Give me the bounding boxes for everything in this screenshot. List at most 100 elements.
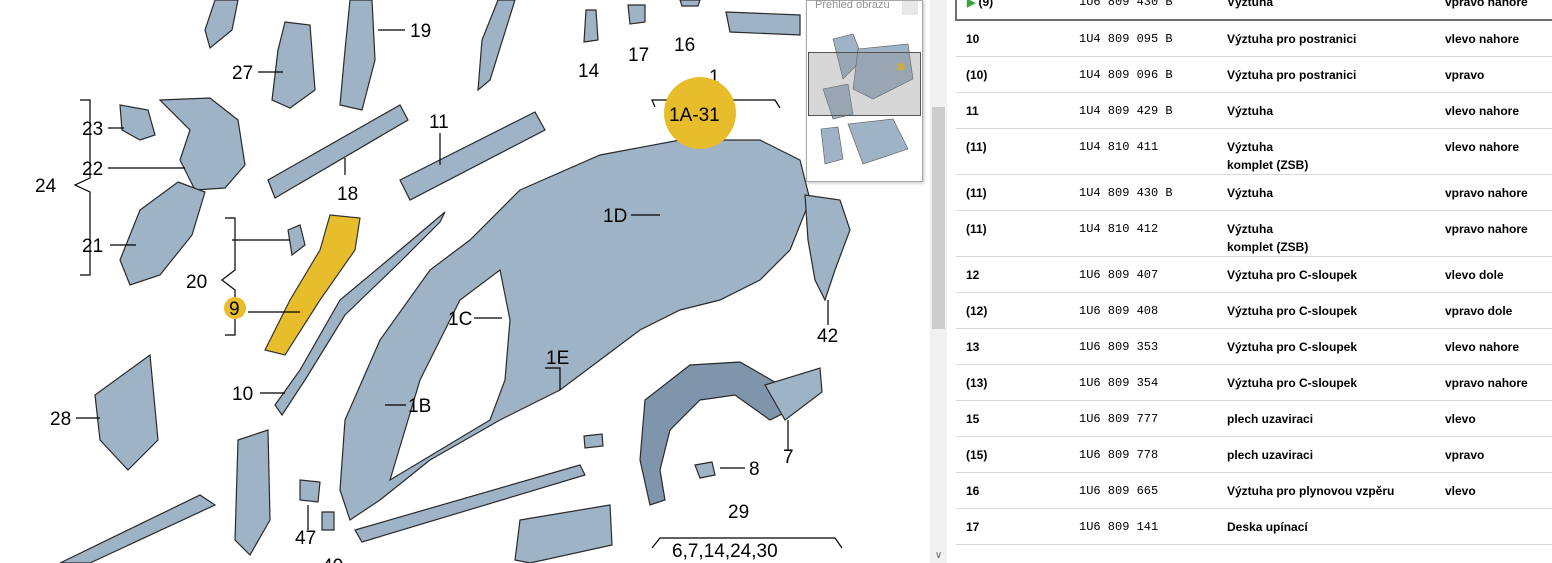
- callout-40[interactable]: 40: [322, 556, 343, 563]
- part-description: Výztuha: [1227, 104, 1274, 118]
- callout-23[interactable]: 23: [82, 119, 103, 140]
- part-position: (9): [978, 0, 994, 9]
- part-description-line2: komplet (ZSB): [1227, 158, 1309, 172]
- part-remark-cell: vpravo: [1445, 56, 1552, 93]
- part-remark: vpravo nahore: [1445, 222, 1528, 236]
- part-remark-cell: vlevo nahore: [1445, 328, 1552, 365]
- part-number-cell: 1U6 809 778: [1079, 436, 1227, 473]
- callout-28[interactable]: 28: [50, 409, 71, 430]
- part-remark-cell: vlevo nahore: [1445, 20, 1552, 57]
- part-remark-cell: vlevo nahore: [1445, 92, 1552, 129]
- part-position: (15): [966, 448, 988, 462]
- part-remark: vlevo: [1445, 412, 1476, 426]
- parts-diagram[interactable]: 19 27 14 17 16 1 1A-31 23 22 24 21 18 11…: [0, 0, 930, 563]
- part-position-cell: (11): [956, 174, 1079, 211]
- part-number: 1U6 809 141: [1079, 520, 1159, 534]
- callout-10[interactable]: 10: [232, 384, 253, 405]
- callout-1[interactable]: 1: [709, 67, 720, 88]
- callout-19[interactable]: 19: [410, 21, 431, 42]
- callout-29[interactable]: 29: [728, 502, 749, 523]
- scroll-down-icon[interactable]: ∨: [934, 550, 943, 561]
- part-number: 1U6 809 430 B: [1079, 0, 1173, 9]
- overview-viewport-frame[interactable]: [808, 52, 921, 116]
- part-remark-cell: vlevo nahore: [1445, 128, 1552, 175]
- diagram-scrollbar[interactable]: ∨: [930, 0, 947, 563]
- close-icon[interactable]: [902, 1, 918, 15]
- callout-1b[interactable]: 1B: [408, 396, 431, 417]
- exploded-body-diagram[interactable]: 19 27 14 17 16 1 1A-31 23 22 24 21 18 11…: [0, 0, 930, 563]
- callout-11[interactable]: 11: [429, 112, 449, 133]
- part-remark: vpravo dole: [1445, 304, 1513, 318]
- part-number-cell: 1U6 809 141: [1079, 508, 1227, 545]
- callout-18[interactable]: 18: [337, 184, 358, 205]
- part-number: 1U4 809 429 B: [1079, 104, 1173, 118]
- callout-1c[interactable]: 1C: [448, 309, 472, 330]
- callout-42[interactable]: 42: [817, 326, 838, 347]
- callout-21[interactable]: 21: [82, 236, 103, 257]
- callout-16[interactable]: 16: [674, 35, 695, 56]
- callout-47[interactable]: 47: [295, 528, 316, 549]
- part-number: 1U6 809 665: [1079, 484, 1159, 498]
- callout-1e[interactable]: 1E: [546, 348, 569, 369]
- part-description-cell: Výztuha: [1227, 92, 1445, 129]
- part-remark-cell: vpravo nahore: [1445, 174, 1552, 211]
- part-description: Výztuha: [1227, 222, 1274, 236]
- diagram-parts: [59, 0, 851, 563]
- part-description: Deska upínací: [1227, 520, 1308, 534]
- callout-22[interactable]: 22: [82, 159, 103, 180]
- part-position-cell: (15): [956, 436, 1079, 473]
- part-number: 1U6 809 407: [1079, 268, 1159, 282]
- part-position-cell: 10: [956, 20, 1079, 57]
- part-remark: vlevo nahore: [1445, 140, 1520, 154]
- part-remark-cell: vlevo: [1445, 400, 1552, 437]
- part-position: 13: [966, 340, 980, 354]
- part-remark-cell: vpravo nahore: [1445, 0, 1552, 21]
- part-number-cell: 1U6 809 354: [1079, 364, 1227, 401]
- part-position: (13): [966, 376, 988, 390]
- callout-1d[interactable]: 1D: [603, 206, 627, 227]
- callout-17[interactable]: 17: [628, 45, 649, 66]
- scrollbar-thumb[interactable]: [932, 107, 945, 329]
- callout-group-6-7-14-24-30[interactable]: 6,7,14,24,30: [672, 541, 778, 562]
- part-position: (12): [966, 304, 988, 318]
- part-number: 1U4 809 430 B: [1079, 186, 1173, 200]
- part-number-cell: 1U6 809 430 B: [1079, 0, 1227, 21]
- part-number: 1U4 809 096 B: [1079, 68, 1173, 82]
- part-number-cell: 1U6 809 407: [1079, 256, 1227, 293]
- part-remark: vlevo nahore: [1445, 340, 1520, 354]
- callout-20[interactable]: 20: [186, 272, 207, 293]
- callout-7[interactable]: 7: [783, 447, 794, 468]
- part-description-cell: Výztuha pro C-sloupek: [1227, 256, 1445, 293]
- callout-9[interactable]: 9: [229, 299, 240, 320]
- callout-8[interactable]: 8: [749, 459, 760, 480]
- part-remark-cell: vpravo: [1445, 436, 1552, 473]
- part-remark: vlevo nahore: [1445, 32, 1520, 46]
- callout-1a-31[interactable]: 1A-31: [669, 105, 720, 126]
- part-position: 16: [966, 484, 980, 498]
- part-description-cell: Výztuha: [1227, 0, 1445, 21]
- overview-title: Přehled obrazu: [815, 0, 890, 11]
- callout-14[interactable]: 14: [578, 61, 600, 82]
- callout-24[interactable]: 24: [35, 176, 57, 197]
- callout-27[interactable]: 27: [232, 63, 253, 84]
- overview-window[interactable]: Přehled obrazu: [806, 0, 923, 182]
- part-description-cell: Výztuha: [1227, 174, 1445, 211]
- part-remark: vpravo: [1445, 448, 1485, 462]
